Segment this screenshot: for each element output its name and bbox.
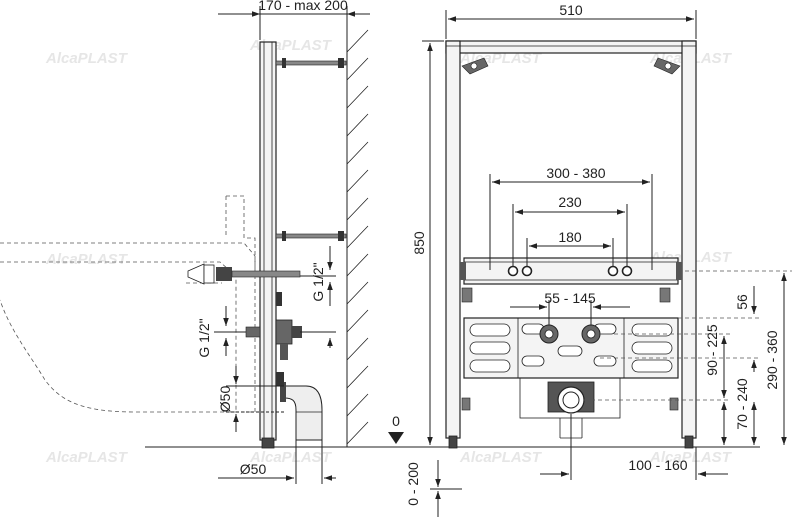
frame-top-rail [445,40,697,54]
mounting-bolt-left [507,265,533,277]
supply-plate [463,317,679,379]
drain-offset-label: 100 - 160 [628,457,687,473]
frame-left-post [445,40,461,439]
bidet-body-outline [0,242,256,413]
depth-dimension-label: 170 - max 200 [258,0,348,13]
watermark-logo: AlcaPLAST [45,251,129,268]
dim-90-225-label: 90 - 225 [704,324,720,376]
front-view: 510 850 300 - 380 230 180 55 - 145 0 [388,2,792,517]
wall-hatching [346,29,369,445]
watermark-logo: AlcaPLAST [459,449,543,466]
span-middle-label: 230 [558,194,582,210]
frame-right-foot [684,435,694,449]
height-dimension-label: 850 [411,231,427,255]
floor-adjust-label: 0 - 200 [405,462,421,506]
wall-anchor-upper [275,58,347,68]
side-view: 170 - max 200 G 1/2" G 1/2" Ø50 Ø50 [0,0,370,484]
wall-anchor-lower [275,231,347,241]
wall-bracket-left [461,57,489,75]
drain-support-frame [519,377,621,419]
drain-bottom-label: Ø50 [240,461,267,477]
water-supply-fitting [245,319,302,360]
dim-56-label: 56 [734,294,750,310]
floor-zero-marker [388,432,404,444]
watermark-logo: AlcaPLAST [45,50,129,67]
bidet-cistern-outline [226,195,256,268]
span-outer-label: 300 - 380 [546,165,605,181]
thread-upper-label: G 1/2" [310,262,326,301]
watermark-logo: AlcaPLAST [45,449,129,466]
thread-lower-label: G 1/2" [196,318,212,357]
drain-vertical-label: Ø50 [217,386,233,413]
bidet-mounting-bolt [187,263,301,285]
inlet-spacing-label: 55 - 145 [544,290,596,306]
dim-290-360-label: 290 - 360 [764,330,780,389]
span-inner-label: 180 [558,229,582,245]
frame-post [259,41,277,441]
water-inlet-left [539,324,559,344]
frame-right-post [681,40,697,439]
watermarks: AlcaPLAST AlcaPLAST AlcaPLAST AlcaPLAST … [45,37,733,466]
drain-outlet [547,381,595,414]
dim-70-240-label: 70 - 240 [734,378,750,430]
frame-foot [261,437,275,449]
water-inlet-right [581,324,601,344]
floor-zero-label: 0 [392,413,400,429]
watermark-logo: AlcaPLAST [249,449,333,466]
frame-left-foot [448,435,458,449]
mounting-bolt-right [607,265,633,277]
width-dimension-label: 510 [559,2,583,18]
wall-bracket-right [653,57,681,75]
watermark-logo: AlcaPLAST [649,449,733,466]
drain-elbow [280,382,323,441]
